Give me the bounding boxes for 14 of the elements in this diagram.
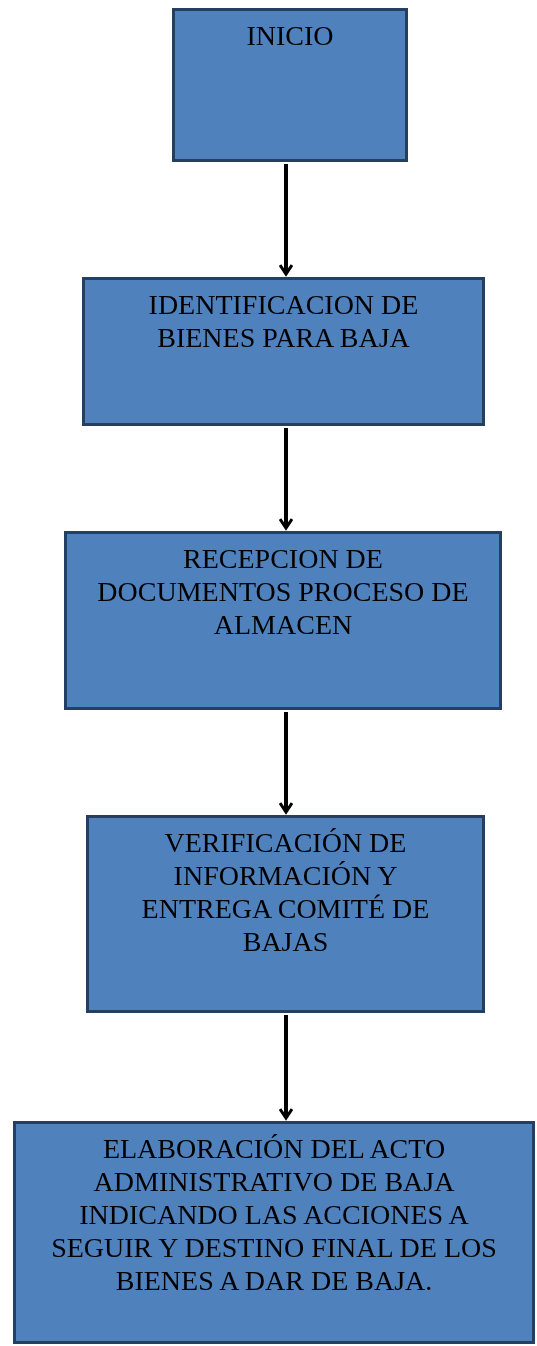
- box-label: RECEPCION DE DOCUMENTOS PROCESO DE ALMACEN: [96, 542, 470, 641]
- process-box: [82, 277, 485, 426]
- arrow: [278, 428, 294, 530]
- process-box: [86, 815, 485, 1013]
- box-label: INICIO: [246, 19, 334, 52]
- box-label: ELABORACIÓN DEL ACTO ADMINISTRATIVO DE BAJA INDICANDO LAS ACCIONES A SEGUIR Y DESTINO FINAL DE LOS BIENES A DAR DE BAJA.: [50, 1132, 498, 1297]
- arrow: [278, 712, 294, 814]
- box-label: IDENTIFICACION DE BIENES PARA BAJA: [147, 288, 420, 354]
- process-box: [172, 8, 408, 162]
- arrow: [278, 1015, 294, 1120]
- arrow: [278, 164, 294, 276]
- process-box: [64, 531, 502, 710]
- box-label: VERIFICACIÓN DE INFORMACIÓN Y ENTREGA COMITÉ DE BAJAS: [140, 826, 431, 958]
- process-box: [13, 1121, 535, 1344]
